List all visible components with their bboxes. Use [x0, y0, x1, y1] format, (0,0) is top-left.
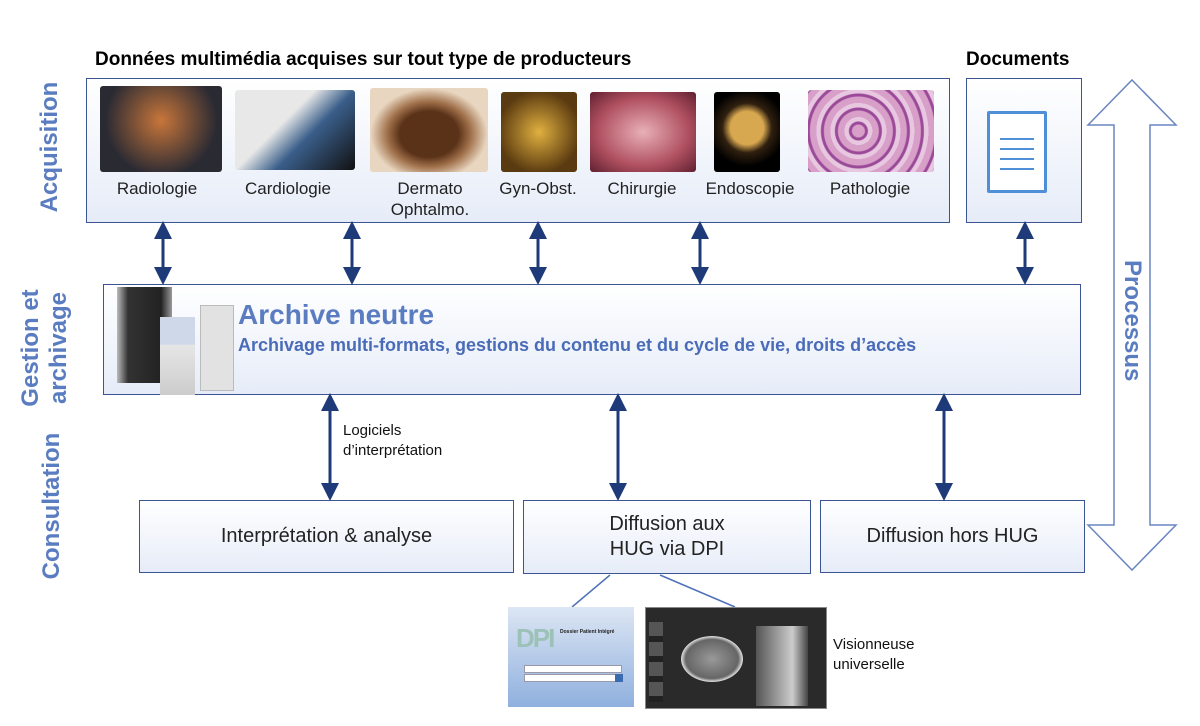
- viewer-line2: universelle: [833, 656, 905, 673]
- diffusion-hug-line2: HUG via DPI: [609, 538, 725, 560]
- documents-header: Documents: [966, 49, 1070, 70]
- viewer-screenshot: [645, 607, 827, 709]
- gyn-obst-image: [501, 92, 577, 172]
- documents-box: [966, 78, 1082, 223]
- dpi-login-button: [615, 674, 623, 682]
- dpi-logo: DPI: [516, 623, 555, 654]
- logiciels-line1: Logiciels: [343, 422, 402, 439]
- archive-title: Archive neutre: [238, 299, 435, 330]
- diffusion-hug-line1: Diffusion aux: [609, 513, 725, 535]
- dpi-username-field: [524, 665, 622, 673]
- dpi-password-field: [524, 674, 616, 682]
- diffusion-hors-hug-box: Diffusion hors HUG: [820, 500, 1085, 573]
- dpi-login-screenshot: DPI Dossier Patient Intégré: [508, 607, 634, 707]
- acquisition-header: Données multimédia acquises sur tout typ…: [95, 49, 632, 70]
- logiciels-line2: d’interprétation: [343, 442, 443, 459]
- chirurgie-image: [590, 92, 696, 172]
- cardiologie-image: [235, 90, 355, 170]
- producer-chirurgie: Chirurgie: [607, 179, 677, 198]
- endoscopie-image: [714, 92, 780, 172]
- viewer-label: Visionneuse universelle: [833, 635, 914, 675]
- archive-box: Archive neutre Archivage multi-formats, …: [103, 284, 1081, 395]
- producer-dermato-line2: Ophtalmo.: [390, 200, 470, 219]
- interpretation-box: Interprétation & analyse: [139, 500, 514, 573]
- viewer-line1: Visionneuse: [833, 636, 915, 653]
- dpi-logo-text: DPI: [516, 623, 555, 653]
- pathologie-image: [808, 90, 934, 172]
- archive-subtitle: Archivage multi-formats, gestions du con…: [238, 335, 917, 355]
- producer-dermato-line1: Dermato: [397, 179, 463, 198]
- radiologie-image: [100, 86, 222, 172]
- processus-double-arrow: [1086, 78, 1178, 572]
- archive-hardware-image: [112, 287, 234, 395]
- producer-cardiologie: Cardiologie: [245, 179, 331, 198]
- producer-pathologie: Pathologie: [829, 179, 911, 198]
- producer-radiologie: Radiologie: [116, 179, 198, 198]
- document-icon: [987, 111, 1047, 193]
- dermato-image: [370, 88, 488, 172]
- dpi-caption: Dossier Patient Intégré: [560, 629, 615, 635]
- producer-gyn-obst: Gyn-Obst.: [499, 179, 577, 198]
- processus-label: Processus: [1119, 260, 1146, 382]
- logiciels-label: Logiciels d’interprétation: [343, 421, 442, 461]
- producer-endoscopie: Endoscopie: [705, 179, 795, 198]
